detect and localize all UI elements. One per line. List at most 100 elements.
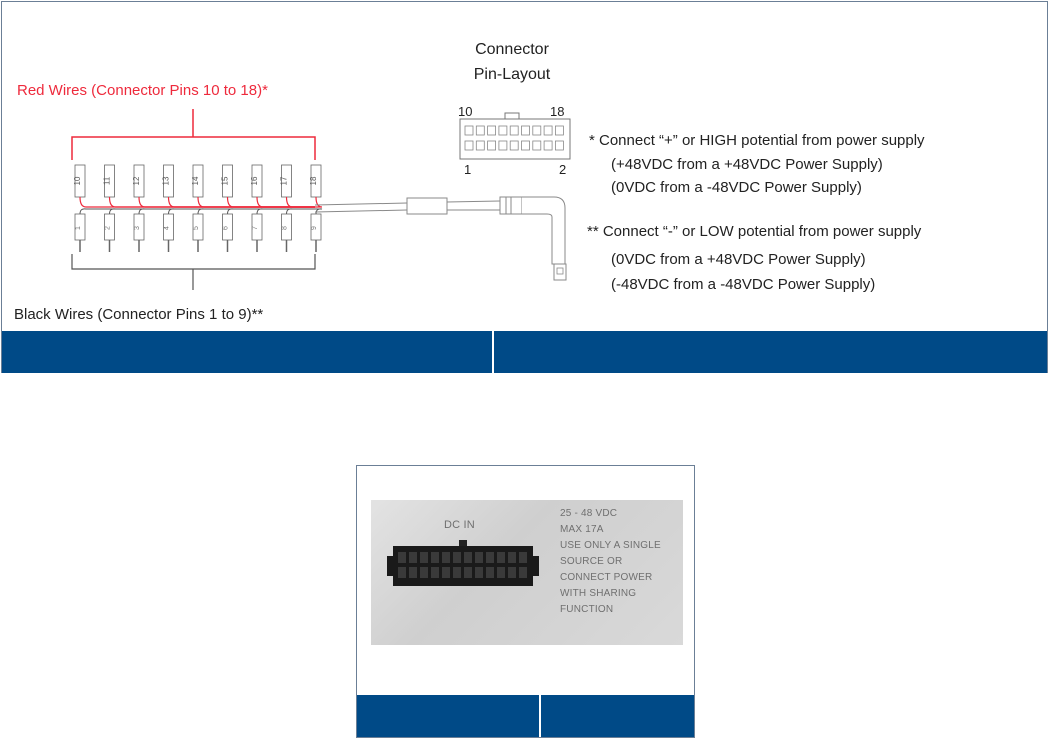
- photo-pin-socket: [442, 552, 450, 563]
- connector-pin-socket: [509, 125, 519, 136]
- wire-pair: 11 2: [103, 164, 315, 252]
- red-wire: [197, 196, 315, 208]
- dc-in-label: DC IN: [444, 519, 475, 531]
- connector-pin-socket: [521, 125, 530, 136]
- connector-pin-socket: [475, 140, 485, 151]
- red-wire-pin-number: 16: [250, 176, 259, 185]
- dc-in-photo-figure: DC IN 25 - 48 VDC MAX 17A USE ONLY A SIN…: [356, 465, 695, 738]
- note-high-a: (+48VDC from a +48VDC Power Supply): [611, 156, 883, 173]
- pin-label-1: 1: [464, 162, 471, 177]
- photo-pin-socket: [519, 552, 527, 563]
- note-low-a: (0VDC from a +48VDC Power Supply): [611, 251, 866, 268]
- black-wires-label: Black Wires (Connector Pins 1 to 9)**: [14, 306, 263, 323]
- red-wire-pin-number: 18: [309, 176, 318, 185]
- photo-pin-socket: [453, 567, 461, 578]
- red-wire-pin-number: 14: [191, 176, 200, 185]
- black-wire: [227, 208, 315, 215]
- power-cable: [314, 196, 567, 281]
- connector-pin-socket: [487, 140, 497, 151]
- photo-pin-socket: [398, 567, 406, 578]
- black-wire-pin-number: 3: [134, 226, 141, 230]
- red-wire: [167, 196, 315, 208]
- connector-pin-socket: [464, 140, 474, 151]
- connector-pin-socket: [521, 140, 530, 151]
- photo-pin-socket: [464, 552, 472, 563]
- photo-pin-socket: [398, 552, 406, 563]
- red-wire: [285, 196, 315, 208]
- photo-pin-socket: [486, 552, 494, 563]
- photo-pin-socket: [497, 552, 505, 563]
- wire-pair: 16 7: [250, 164, 315, 252]
- wiring-diagram: Red Wires (Connector Pins 10 to 18)* 10 1…: [14, 41, 925, 323]
- photo-pin-socket: [431, 567, 439, 578]
- red-wire: [256, 196, 315, 208]
- wire-pair: 134: [162, 164, 315, 252]
- dc-in-panel-photo: DC IN 25 - 48 VDC MAX 17A USE ONLY A SIN…: [371, 500, 683, 645]
- red-wire-pin-number: 15: [221, 176, 230, 185]
- connector-pin-socket: [543, 140, 553, 151]
- photo-pin-socket: [475, 552, 483, 563]
- red-wires-label: Red Wires (Connector Pins 10 to 18)*: [17, 82, 268, 99]
- note-low: ** Connect “-” or LOW potential from pow…: [587, 223, 922, 240]
- black-wire: [168, 208, 315, 215]
- wire-pair: 189: [309, 164, 323, 252]
- connector-pin-socket: [509, 140, 519, 151]
- black-wire: [315, 208, 323, 215]
- black-wire: [286, 208, 315, 215]
- connector-pin-socket: [532, 125, 542, 136]
- red-wire-pin-number: 11: [103, 176, 112, 185]
- connector-title-line1: Connector: [475, 41, 549, 58]
- photo-pin-socket: [420, 552, 428, 563]
- photo-pin-socket: [486, 567, 494, 578]
- notes: * Connect “+” or HIGH potential from pow…: [587, 132, 925, 293]
- connector-pin-socket: [487, 125, 497, 136]
- note-low-b: (-48VDC from a -48VDC Power Supply): [611, 276, 875, 293]
- pin-label-18: 18: [550, 104, 564, 119]
- black-wire-pin-number: 7: [252, 226, 259, 230]
- connector-pin-socket: [498, 125, 508, 136]
- photo-pin-socket: [508, 552, 516, 563]
- red-wire-pin-number: 17: [280, 176, 289, 185]
- black-wire-pin-number: 2: [105, 226, 112, 230]
- pin-label-2: 2: [559, 162, 566, 177]
- red-wire-pin-number: 12: [132, 176, 141, 185]
- black-wires-bracket: [71, 254, 316, 290]
- note-high-b: (0VDC from a -48VDC Power Supply): [611, 179, 862, 196]
- black-wire: [256, 208, 315, 215]
- black-wire-pin-number: 5: [193, 226, 200, 230]
- red-wire: [79, 196, 315, 208]
- note-high: * Connect “+” or HIGH potential from pow…: [589, 132, 925, 149]
- connector-face: [459, 112, 571, 160]
- black-wire-pin-number: 8: [282, 226, 289, 230]
- pin-label-10: 10: [458, 104, 472, 119]
- wire-pair: 156: [221, 164, 315, 252]
- black-wire-pin-number: 1: [75, 226, 82, 230]
- red-wire: [315, 196, 323, 208]
- instruction-line-2: SOURCE OR: [560, 556, 623, 567]
- connector-pin-socket: [543, 125, 553, 136]
- caption-divider: [539, 695, 541, 737]
- photo-pin-socket: [519, 567, 527, 578]
- red-wire: [108, 196, 315, 208]
- photo-pin-socket: [508, 567, 516, 578]
- photo-pin-socket: [453, 552, 461, 563]
- photo-pin-socket: [409, 552, 417, 563]
- max-current-label: MAX 17A: [560, 524, 604, 535]
- photo-pin-socket: [497, 567, 505, 578]
- red-wire: [226, 196, 315, 208]
- connector-pin-socket: [532, 140, 542, 151]
- photo-pin-socket: [442, 567, 450, 578]
- caption-divider: [492, 331, 494, 373]
- instruction-line-5: FUNCTION: [560, 604, 614, 615]
- wiring-diagram-figure: Red Wires (Connector Pins 10 to 18)* 10 1…: [1, 1, 1048, 373]
- red-wire-pin-number: 10: [73, 176, 82, 185]
- connector-pin-socket: [498, 140, 508, 151]
- photo-pin-socket: [409, 567, 417, 578]
- connector-title-line2: Pin-Layout: [474, 66, 551, 83]
- voltage-label: 25 - 48 VDC: [560, 508, 618, 519]
- red-wire-pin-number: 13: [162, 176, 171, 185]
- photo-pin-socket: [475, 567, 483, 578]
- black-wire: [109, 208, 315, 215]
- red-wire: [138, 196, 315, 208]
